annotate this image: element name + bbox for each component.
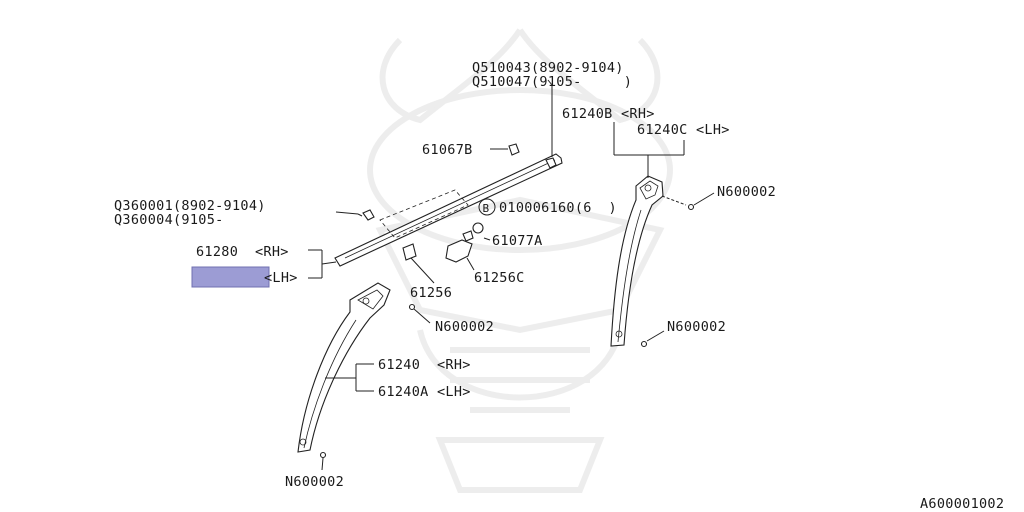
image-code: A600001002 xyxy=(920,496,1004,512)
label-61240b: 61240B <RH> xyxy=(562,106,655,122)
screw-q510043 xyxy=(545,79,557,169)
clip-q360001 xyxy=(335,209,375,221)
label-61280: 61280 <RH> xyxy=(196,244,289,260)
label-b-part: 010006160(6 ) xyxy=(499,200,617,216)
clip-61256 xyxy=(402,243,435,284)
fastener-left-bottom xyxy=(319,451,327,471)
label-61240a: 61240A <LH> xyxy=(378,384,471,400)
label-61077a: 61077A xyxy=(492,233,543,249)
label-61240: 61240 <RH> xyxy=(378,357,471,373)
clip-61256c xyxy=(445,230,475,271)
label-n600002-left-top: N600002 xyxy=(435,319,494,335)
label-61240c: 61240C <LH> xyxy=(637,122,730,138)
label-q510043: Q510043(8902-9104) xyxy=(472,60,624,76)
label-61256: 61256 xyxy=(410,285,452,301)
label-q510047: Q510047(9105- ) xyxy=(472,74,632,90)
label-q360004: Q360004(9105- xyxy=(114,212,224,228)
bracket-61280 xyxy=(308,249,337,279)
b-circle-marker: B xyxy=(478,198,496,216)
label-61067b: 61067B xyxy=(422,142,473,158)
label-q360001: Q360001(8902-9104) xyxy=(114,198,266,214)
fastener-left-top xyxy=(408,303,431,324)
highlight-61280-lh xyxy=(191,266,270,288)
bracket-61240b xyxy=(613,122,685,178)
label-n600002-left-bottom: N600002 xyxy=(285,474,344,490)
pillar-61240b xyxy=(610,175,664,347)
clip-61067b xyxy=(490,143,520,156)
label-n600002-right-bottom: N600002 xyxy=(667,319,726,335)
bracket-61240 xyxy=(325,363,374,392)
b-circle-label: B xyxy=(483,202,490,215)
label-61256c: 61256C xyxy=(474,270,525,286)
molding-strip xyxy=(334,153,563,267)
label-61280-lh: <LH> xyxy=(264,270,298,286)
label-n600002-right-top: N600002 xyxy=(717,184,776,200)
fastener-right-bottom xyxy=(640,330,665,348)
fastener-right-top xyxy=(661,192,715,211)
screw-61077a xyxy=(472,222,491,241)
pillar-61240 xyxy=(297,282,391,453)
